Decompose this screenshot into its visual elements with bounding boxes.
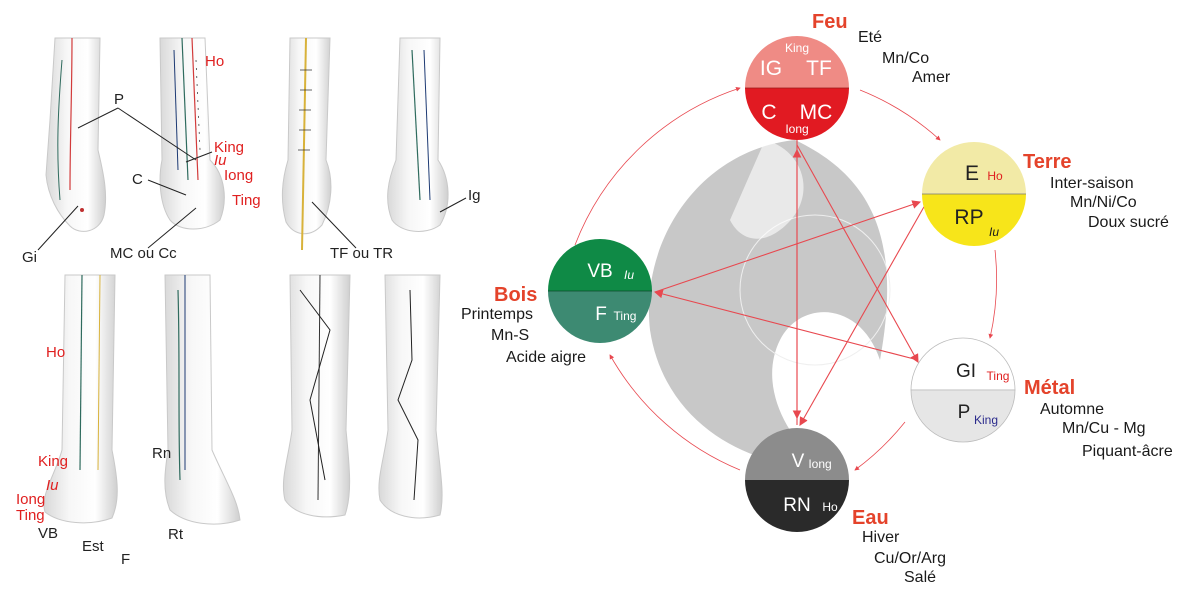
feu-taste: Amer xyxy=(912,69,951,86)
label-ting-arm: Ting xyxy=(232,192,261,209)
circle-eau: V Iong RN Ho xyxy=(745,428,849,532)
eau-season: Hiver xyxy=(862,529,900,546)
label-est: Est xyxy=(82,538,104,555)
feu-season: Eté xyxy=(858,29,883,46)
feu-minerals: Mn/Co xyxy=(882,50,930,67)
arm-figure-4 xyxy=(387,37,449,232)
bois-bottom-half xyxy=(548,291,652,343)
bois-title: Bois xyxy=(494,284,538,306)
bois-point-bottom: Ting xyxy=(614,309,637,323)
label-rn: Rn xyxy=(152,445,172,462)
metal-title: Métal xyxy=(1024,377,1076,399)
terre-minerals: Mn/Ni/Co xyxy=(1070,194,1137,211)
terre-point-bottom: Iu xyxy=(989,225,999,239)
circle-terre: E Ho RP Iu xyxy=(922,142,1026,246)
terre-organ-bottom: RP xyxy=(954,206,983,229)
circle-feu: King IG TF C MC Iong xyxy=(745,36,849,140)
label-gi: Gi xyxy=(22,249,37,266)
bois-organ-top: VB xyxy=(587,261,612,282)
eau-point-bottom: Ho xyxy=(822,500,838,514)
label-ho-arm: Ho xyxy=(205,53,225,70)
metal-bottom-half xyxy=(910,389,1016,443)
label-ig: Ig xyxy=(468,187,481,204)
metal-top-half xyxy=(910,337,1016,391)
bois-organ-bottom: F xyxy=(595,304,607,325)
bois-season: Printemps xyxy=(461,306,534,323)
bois-point-top: Iu xyxy=(624,268,634,282)
feu-bottom-point: Iong xyxy=(785,122,808,136)
label-iu-leg: Iu xyxy=(46,477,59,494)
label-king-arm: King xyxy=(214,139,245,156)
eau-top-half xyxy=(745,428,849,480)
terre-point-top: Ho xyxy=(987,169,1003,183)
leg-figure-3 xyxy=(282,274,351,518)
terre-season: Inter-saison xyxy=(1050,175,1134,192)
bois-top-half xyxy=(548,239,652,291)
eau-organ-top: V xyxy=(792,451,805,472)
arm-figure-2 xyxy=(159,37,225,230)
terre-organ-top: E xyxy=(965,162,979,185)
feu-organ-tf: TF xyxy=(806,57,832,80)
arm-figure-3 xyxy=(281,37,332,251)
feu-organ-c: C xyxy=(761,101,776,124)
leg-figure-4 xyxy=(378,274,443,519)
eau-title: Eau xyxy=(852,507,889,529)
label-c: C xyxy=(132,171,143,188)
label-ting-leg: Ting xyxy=(16,507,45,524)
circle-bois: VB Iu F Ting xyxy=(548,239,652,343)
terre-bottom-half xyxy=(922,194,1026,246)
terre-top-half xyxy=(922,142,1026,194)
leg-figure-2 xyxy=(164,274,241,525)
label-rt: Rt xyxy=(168,526,183,543)
metal-season: Automne xyxy=(1040,401,1105,418)
eau-bottom-half xyxy=(745,480,849,532)
bois-minerals: Mn-S xyxy=(491,327,530,344)
leg-figure-1 xyxy=(43,274,118,524)
metal-taste: Piquant-âcre xyxy=(1082,443,1173,460)
arm-figure-1 xyxy=(45,37,107,232)
label-iong-arm: Iong xyxy=(224,167,254,184)
metal-minerals: Mn/Cu - Mg xyxy=(1062,420,1146,437)
circle-metal: GI Ting P King xyxy=(910,337,1016,443)
bois-taste: Acide aigre xyxy=(506,349,587,366)
feu-top-half xyxy=(745,36,849,88)
eau-point-top: Iong xyxy=(808,457,831,471)
feu-organ-ig: IG xyxy=(760,57,782,80)
eau-organ-bottom: RN xyxy=(783,495,810,516)
label-iu-arm: Iu xyxy=(214,152,227,169)
generation-cycle xyxy=(574,86,997,471)
label-mc-cc: MC ou Cc xyxy=(110,245,177,262)
label-p: P xyxy=(114,91,125,108)
label-tf-tr: TF ou TR xyxy=(330,245,394,262)
metal-organ-top: GI xyxy=(956,361,976,382)
anatomy-figures xyxy=(37,37,467,525)
center-shape xyxy=(648,140,891,466)
label-f: F xyxy=(121,551,131,568)
label-ho-leg: Ho xyxy=(46,344,66,361)
feu-title: Feu xyxy=(812,11,848,33)
terre-taste: Doux sucré xyxy=(1088,214,1169,231)
label-vb: VB xyxy=(38,525,59,542)
metal-point-top: Ting xyxy=(987,369,1010,383)
metal-organ-bottom: P xyxy=(958,402,971,423)
anatomy-pointers xyxy=(37,107,467,251)
label-iong-leg: Iong xyxy=(16,491,46,508)
terre-title: Terre xyxy=(1023,151,1072,173)
eau-minerals: Cu/Or/Arg xyxy=(874,550,947,567)
eau-taste: Salé xyxy=(904,569,937,586)
label-king-leg: King xyxy=(38,453,69,470)
feu-organ-mc: MC xyxy=(800,101,833,124)
metal-point-bottom: King xyxy=(974,413,998,427)
feu-top-point: King xyxy=(785,41,809,55)
control-cycle xyxy=(653,140,926,426)
feu-bottom-half xyxy=(745,88,849,140)
